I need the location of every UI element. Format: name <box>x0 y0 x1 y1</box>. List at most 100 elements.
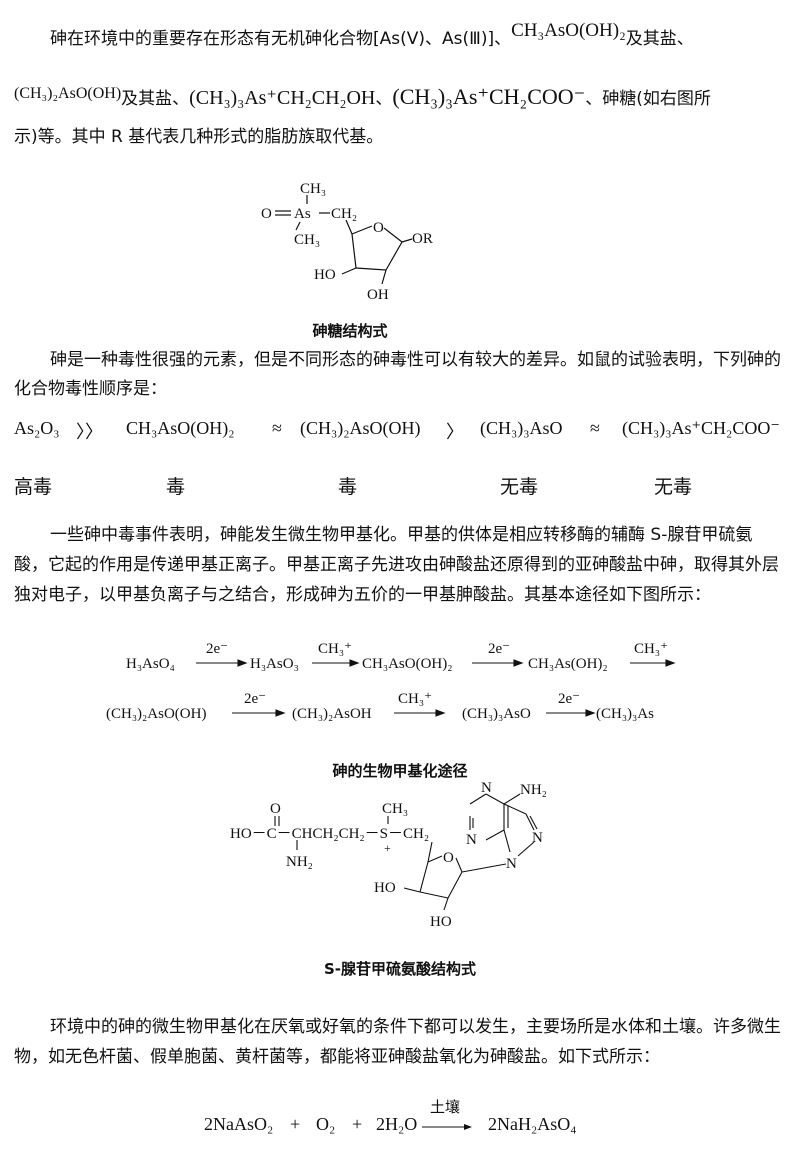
sam-structure: O HO－C－CHCH₂CH₂－S－CH₂ NH₂ CH₃ + O HO HO … <box>230 780 547 930</box>
eq-h2o: 2H₂O <box>376 1114 418 1134</box>
imidazole-bond-a <box>503 803 527 815</box>
tox-arsenobetaine: (CH₃)₃As⁺CH₂COO⁻ <box>622 418 780 438</box>
sam-amine: NH₂ <box>520 782 547 798</box>
bond-c6-nh2 <box>503 793 521 805</box>
bond-c3-oh <box>341 267 357 275</box>
sugar-oh: OH <box>367 287 389 303</box>
ring-bond-c3-c4 <box>419 861 429 893</box>
ring-bond-c2-c3 <box>355 267 387 271</box>
bond-c1-n9 <box>461 863 507 873</box>
arrowhead-2 <box>349 659 360 667</box>
sam-n7: N <box>532 830 543 846</box>
tox-me3aso: (CH₃)₃AsO <box>480 418 563 438</box>
eq-o2: O₂ <box>316 1114 336 1134</box>
eq-nah2aso4: 2NaH₂AsO₄ <box>488 1114 577 1134</box>
imidazole-bond-c <box>517 841 535 857</box>
eq-plus-2: + <box>352 1114 363 1134</box>
tox-me2asooh: (CH₃)₂AsO(OH) <box>300 418 421 438</box>
tox-gg: 〉〉 <box>76 422 103 442</box>
tox-approx-1: ≈ <box>272 418 282 438</box>
tox-level-5: 无毒 <box>654 476 693 498</box>
para1-line2: (CH₃)₂AsO(OH)及其盐、(CH₃)₃As⁺CH₂CH₂OH、(CH₃)… <box>14 84 711 110</box>
sugar-caption: 砷糖结构式 <box>312 322 388 340</box>
path-arrow-label-4: CH₃⁺ <box>634 641 668 657</box>
purine-bond-a <box>469 793 487 805</box>
sam-chain: HO－C－CHCH₂CH₂－S－CH₂ <box>230 826 429 842</box>
imidazole-bond-b2 <box>529 815 538 830</box>
path-me3as: (CH₃)₃As <box>596 706 654 722</box>
tox-level-2: 毒 <box>166 476 186 498</box>
arsenosugar-structure: CH₃ O As CH₂ CH₃ O OR HO OH <box>261 181 433 303</box>
sugar-or: OR <box>412 231 433 247</box>
para4: 环境中的砷的微生物甲基化在厌氧或好氧的条件下都可以发生，主要场所是水体和土壤。许… <box>14 1017 781 1067</box>
sugar-ho: HO <box>314 267 336 283</box>
sugar-as: As <box>294 206 311 222</box>
ring-bond-o-c1 <box>383 227 403 243</box>
bond-c1-or <box>401 238 413 243</box>
arrowhead-7 <box>585 709 596 717</box>
sam-ring-o: O <box>443 850 454 866</box>
path-me2asooh: (CH₃)₂AsO(OH) <box>106 706 206 722</box>
para3: 一些砷中毒事件表明，砷能发生微生物甲基化。甲基的供体是相应转移酶的辅酶 S-腺苷… <box>14 525 779 605</box>
tox-level-1: 高毒 <box>14 476 53 498</box>
sam-n1: N <box>481 780 492 796</box>
arrowhead-4 <box>665 659 676 667</box>
sugar-o-eq: O <box>261 206 272 222</box>
formula-arsenocholine: (CH₃)₃As⁺CH₂CH₂OH <box>189 87 376 109</box>
path-h3aso3: H₃AsO₃ <box>250 656 299 672</box>
bond-ch2-c4 <box>345 219 353 235</box>
arrowhead-5 <box>275 709 286 717</box>
ring-bond-c3-c4 <box>351 233 357 269</box>
path-arrow-label-3: 2e⁻ <box>488 641 510 657</box>
para2: 砷是一种毒性很强的元素，但是不同形态的砷毒性可以有较大的差异。如鼠的试验表明，下… <box>14 350 781 399</box>
tox-level-3: 毒 <box>338 476 358 498</box>
para1-sep: 、 <box>375 89 393 109</box>
para1-text-b: 及其盐、 <box>121 89 190 109</box>
purine-bond-b <box>485 793 505 805</box>
para1-line3: 示)等。其中 R 基代表几种形式的脂肪族取代基。 <box>14 127 384 147</box>
methylation-pathway: H₃AsO₄ 2e⁻ H₃AsO₃ CH₃⁺ CH₃AsO(OH)₂ 2e⁻ C… <box>106 641 676 722</box>
sam-o: O <box>270 801 281 817</box>
tox-approx-2: ≈ <box>590 418 600 438</box>
eq-arrow <box>422 1124 472 1130</box>
arrowhead-3 <box>513 659 524 667</box>
path-arrow-label-6: CH₃⁺ <box>398 691 432 707</box>
bond-ch2-c4 <box>427 841 433 863</box>
ring-bond-c4-o <box>351 225 373 235</box>
path-me2asoh: (CH₃)₂AsOH <box>292 706 372 722</box>
path-arrow-label-1: 2e⁻ <box>206 641 228 657</box>
eq-condition: 土壤 <box>430 1098 461 1116</box>
path-ch3asoh2: CH₃As(OH)₂ <box>528 656 608 672</box>
sam-nh2: NH₂ <box>286 854 313 870</box>
ring-bond-o-c1 <box>455 857 463 873</box>
sugar-ring-o: O <box>373 220 384 236</box>
sam-ho-2: HO <box>430 914 452 930</box>
para1-line1: 砷在环境中的重要存在形态有无机砷化合物[As(Ⅴ)、As(Ⅲ)]、CH₃AsO(… <box>50 20 694 50</box>
path-arrow-label-2: CH₃⁺ <box>318 641 352 657</box>
ring-bond-c1-c2 <box>385 241 403 271</box>
path-me3aso: (CH₃)₃AsO <box>462 706 531 722</box>
imidazole-bond-b <box>525 813 535 831</box>
imidazole-bond-d <box>503 829 511 853</box>
para1-text-c: 及其盐、 <box>625 29 694 49</box>
sugar-ch3-bottom: CH₃ <box>294 232 320 248</box>
sam-plus: + <box>384 841 391 855</box>
bond-c2-oh <box>381 269 387 285</box>
path-arrow-label-7: 2e⁻ <box>558 691 580 707</box>
path-arrow-label-5: 2e⁻ <box>244 691 266 707</box>
arrowhead-1 <box>237 659 248 667</box>
sam-ho-3: HO <box>374 880 396 896</box>
ring-bond-c1-c2 <box>447 871 463 899</box>
sam-caption: S-腺苷甲硫氨酸结构式 <box>323 960 477 978</box>
sam-ch3: CH₃ <box>382 801 408 817</box>
tox-as2o3: As₂O₃ <box>14 418 60 438</box>
ring-bond-c4-o <box>427 855 443 863</box>
sugar-ch2: CH₂ <box>331 206 357 222</box>
formula-me2asooh: (CH₃)₂AsO(OH) <box>14 85 122 102</box>
sam-n9: N <box>506 856 517 872</box>
sugar-ch3-top: CH₃ <box>300 181 326 197</box>
formula-ch3asooh2: CH₃AsO(OH)₂ <box>511 20 626 41</box>
tox-ch3asooh2: CH₃AsO(OH)₂ <box>126 418 235 438</box>
path-h3aso4: H₃AsO₄ <box>126 656 175 672</box>
para1-text-f: 、砷糖(如右图所 <box>585 89 711 109</box>
